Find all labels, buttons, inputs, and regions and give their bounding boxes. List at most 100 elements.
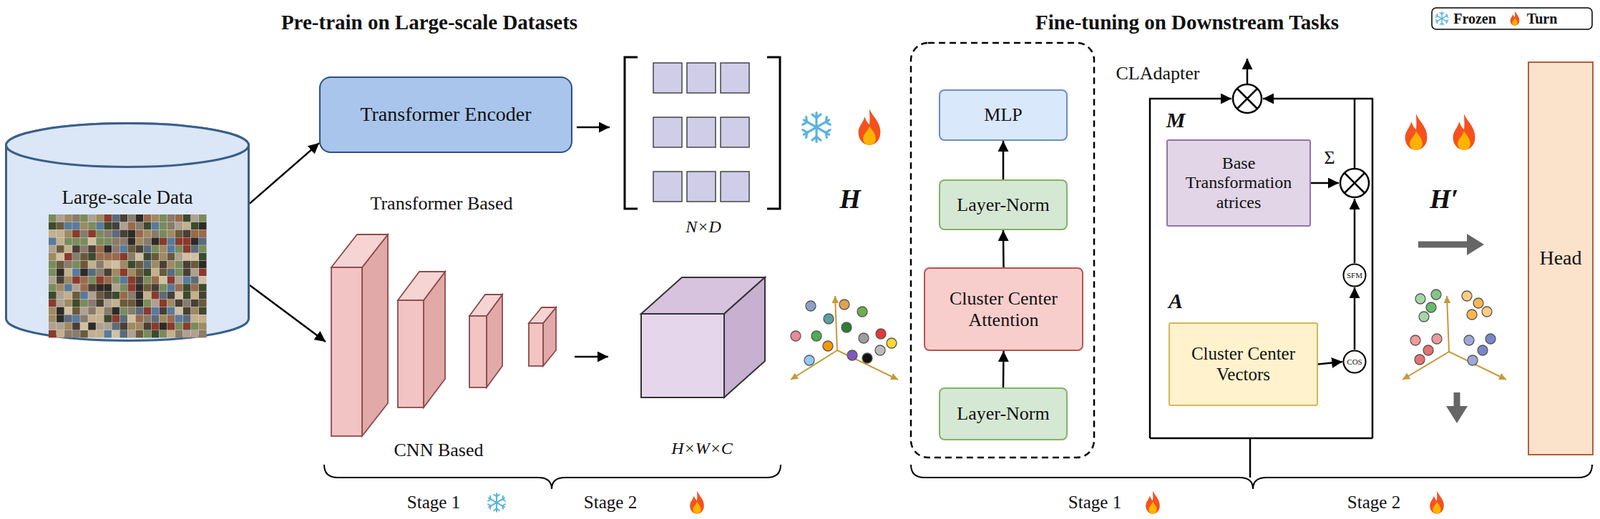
image-tile xyxy=(72,314,81,323)
multiply-circle xyxy=(1340,168,1369,198)
image-tile xyxy=(183,237,192,245)
image-tile xyxy=(88,299,96,307)
image-tile xyxy=(151,291,160,300)
image-tile xyxy=(72,299,81,307)
image-tile xyxy=(56,291,65,300)
tune-icon xyxy=(1453,113,1476,151)
gray-arrow-head xyxy=(1466,233,1485,256)
image-tile xyxy=(111,291,120,300)
image-tile xyxy=(48,291,57,300)
cylinder-shape xyxy=(5,122,250,343)
image-tile xyxy=(88,307,96,315)
image-tile xyxy=(159,276,168,284)
image-tile xyxy=(80,307,89,315)
image-tile xyxy=(167,261,176,269)
image-tile xyxy=(128,269,136,277)
image-tile xyxy=(88,269,96,277)
image-tile xyxy=(72,230,81,238)
image-tile xyxy=(72,322,81,330)
math-symbol: H′ xyxy=(1429,183,1459,215)
image-tile xyxy=(135,230,144,238)
image-tile xyxy=(103,237,112,245)
image-tile xyxy=(80,269,89,277)
connector-arrow xyxy=(1318,362,1343,365)
image-tile xyxy=(72,261,81,269)
cnn-slab-top xyxy=(331,234,388,268)
image-tile xyxy=(191,291,199,300)
image-tile xyxy=(135,284,144,292)
tune-icon xyxy=(858,108,881,146)
image-tile xyxy=(175,222,184,230)
image-tile xyxy=(64,307,73,315)
image-tile xyxy=(167,330,176,338)
image-tile xyxy=(191,269,199,277)
image-tile xyxy=(119,330,128,338)
image-tile xyxy=(175,314,184,323)
cnn-slab-side xyxy=(362,234,388,437)
image-tile xyxy=(64,214,73,222)
feature-point xyxy=(1415,294,1426,305)
image-tile xyxy=(119,291,128,300)
tune-icon xyxy=(1405,113,1428,151)
image-tile xyxy=(198,291,207,300)
cnn-slab-top xyxy=(528,307,556,324)
image-tile xyxy=(48,222,57,230)
frozen-icon xyxy=(488,493,506,513)
image-tile xyxy=(95,214,104,222)
image-tile xyxy=(111,307,120,315)
feature-point xyxy=(1473,298,1484,309)
image-tile xyxy=(198,214,207,222)
image-tile xyxy=(95,330,104,338)
image-tile xyxy=(111,322,120,330)
head-box: Head xyxy=(1527,61,1594,456)
image-tile xyxy=(95,291,104,300)
image-tile xyxy=(88,230,96,238)
feature-point xyxy=(847,350,858,361)
math-symbol: H xyxy=(839,183,861,215)
section-title: Fine-tuning on Downstream Tasks xyxy=(1035,10,1339,35)
image-tile xyxy=(183,230,192,238)
image-tile xyxy=(48,261,57,269)
image-tile xyxy=(143,222,152,230)
image-tile xyxy=(159,261,168,269)
image-tile xyxy=(64,276,73,284)
image-tile xyxy=(64,237,73,245)
legend-tune-icon xyxy=(1510,10,1520,26)
math-symbol: M xyxy=(1166,108,1186,133)
feature-point xyxy=(1431,334,1442,345)
image-tile xyxy=(198,276,207,284)
cnn-slab-top xyxy=(469,294,503,317)
image-tile xyxy=(191,253,199,261)
frozen-icon xyxy=(802,113,831,143)
image-tile xyxy=(151,253,160,261)
feature-point xyxy=(1485,334,1496,345)
image-tile xyxy=(191,222,199,230)
legend-label: Turn xyxy=(1527,10,1558,28)
image-tile xyxy=(128,330,136,338)
stage-bracket xyxy=(324,465,781,490)
image-tile xyxy=(103,299,112,307)
feature-point xyxy=(886,338,897,349)
image-tile xyxy=(88,214,96,222)
image-tile xyxy=(72,245,81,253)
axis-line xyxy=(1449,352,1507,380)
feature-point xyxy=(804,355,815,366)
image-tile xyxy=(151,322,160,330)
node-label: COS xyxy=(1346,357,1362,368)
image-tile xyxy=(95,307,104,315)
flow-arrow xyxy=(574,356,609,359)
image-tile xyxy=(56,299,65,307)
image-tile xyxy=(159,245,168,253)
image-tile xyxy=(64,322,73,330)
connector-arrow xyxy=(249,143,320,204)
image-tile xyxy=(198,314,207,323)
legend-box xyxy=(1431,7,1593,30)
image-tile xyxy=(80,284,89,292)
image-tile xyxy=(167,230,176,238)
process-box: MLP xyxy=(938,89,1068,141)
feature-point xyxy=(1481,306,1492,317)
image-tile xyxy=(183,299,192,307)
image-tile xyxy=(159,314,168,323)
image-tile xyxy=(167,214,176,222)
matrix-cell xyxy=(686,62,716,94)
